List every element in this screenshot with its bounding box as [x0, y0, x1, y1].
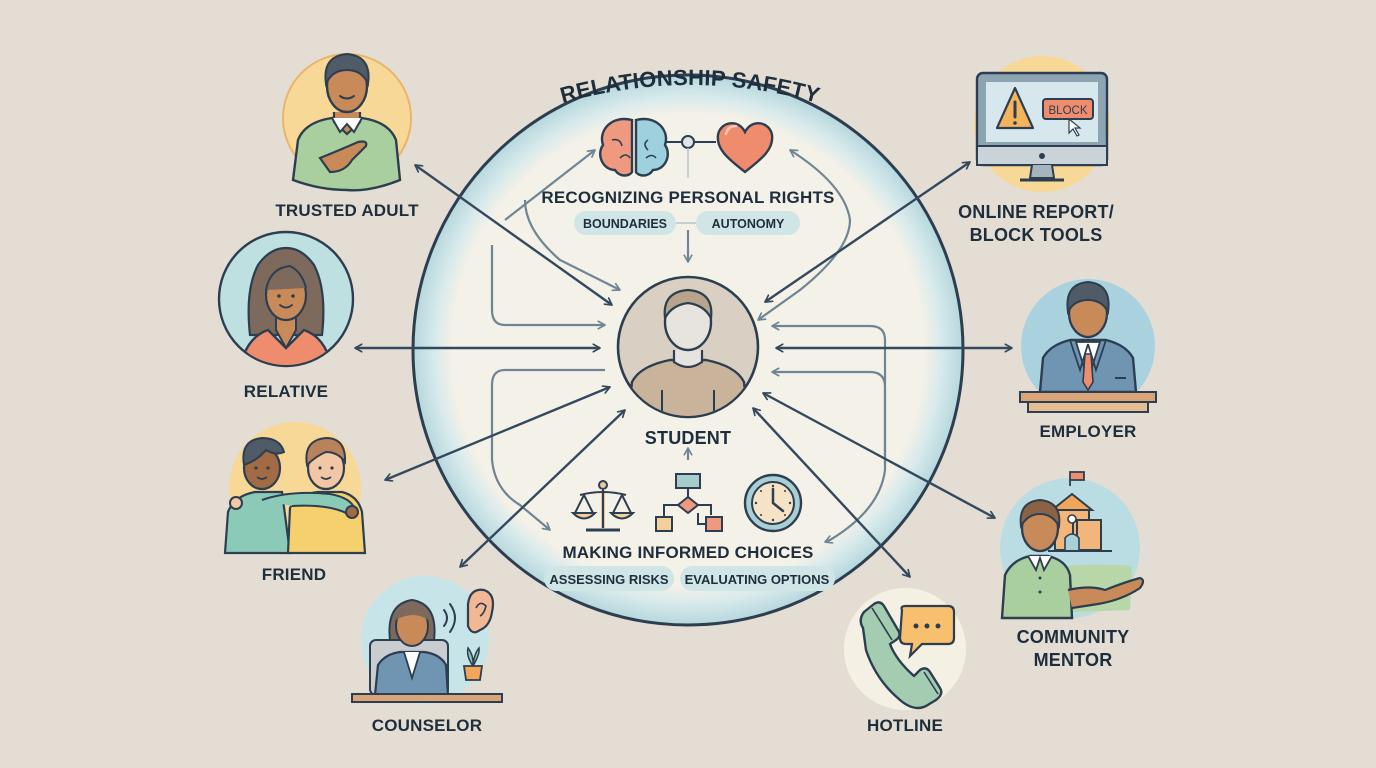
pill-boundaries: BOUNDARIES [574, 211, 676, 235]
svg-text:EVALUATING OPTIONS: EVALUATING OPTIONS [685, 572, 830, 587]
brain-heart-connector [666, 135, 716, 178]
svg-text:BOUNDARIES: BOUNDARIES [583, 217, 667, 231]
node-online-tools[interactable]: BLOCK [974, 56, 1110, 192]
connection-arrows [355, 161, 1012, 577]
arrow-trusted-adult [415, 164, 612, 306]
node-relative[interactable] [217, 230, 355, 370]
clock-icon [743, 473, 803, 533]
label-hotline: HOTLINE [867, 716, 943, 735]
student-avatar [616, 275, 760, 419]
node-counselor[interactable] [351, 576, 503, 704]
pill-assessing-risks: ASSESSING RISKS [544, 566, 674, 591]
student-label: STUDENT [645, 428, 731, 448]
label-online-tools-1: ONLINE REPORT/ [958, 202, 1114, 222]
choices-heading: MAKING INFORMED CHOICES [562, 543, 813, 562]
svg-text:BLOCK: BLOCK [1049, 105, 1088, 117]
label-relative: RELATIVE [244, 382, 328, 401]
arrow-hotline [752, 408, 911, 577]
node-friend[interactable] [223, 422, 367, 555]
brain-icon [599, 117, 669, 177]
arrow-counselor [459, 409, 626, 568]
label-online-tools-2: BLOCK TOOLS [970, 225, 1103, 245]
node-hotline[interactable] [844, 588, 966, 710]
scales-icon [570, 480, 636, 532]
svg-text:ASSESSING RISKS: ASSESSING RISKS [549, 572, 669, 587]
node-community-mentor[interactable] [1000, 471, 1145, 620]
label-counselor: COUNSELOR [372, 716, 482, 735]
node-trusted-adult[interactable] [282, 52, 412, 192]
label-friend: FRIEND [262, 565, 326, 584]
flowchart-icon [655, 473, 723, 532]
svg-text:AUTONOMY: AUTONOMY [712, 217, 785, 231]
label-community-mentor-2: MENTOR [1034, 650, 1113, 670]
label-employer: EMPLOYER [1039, 422, 1136, 441]
node-employer[interactable] [1019, 279, 1157, 413]
label-trusted-adult: TRUSTED ADULT [275, 201, 419, 220]
pill-evaluating-options: EVALUATING OPTIONS [680, 566, 835, 591]
heart-icon [716, 122, 774, 174]
pill-autonomy: AUTONOMY [696, 211, 800, 235]
rights-heading: RECOGNIZING PERSONAL RIGHTS [541, 188, 834, 207]
block-button[interactable]: BLOCK [1042, 98, 1094, 120]
label-community-mentor-1: COMMUNITY [1017, 627, 1130, 647]
arrow-online-tools [765, 161, 970, 303]
